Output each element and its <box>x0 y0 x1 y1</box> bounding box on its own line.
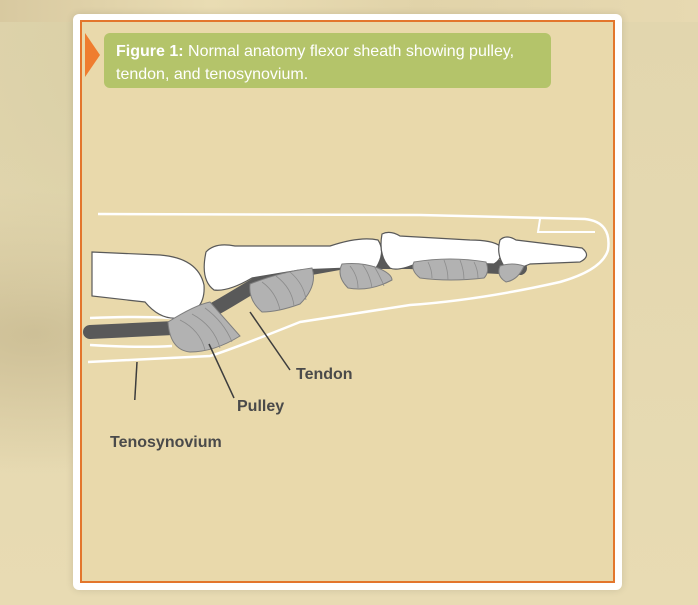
caption-arrow-icon <box>85 33 100 77</box>
pulley-a5 <box>498 263 525 283</box>
pulley-leader-line <box>208 343 235 399</box>
tendon-leader-line <box>249 311 291 371</box>
tenosynovium-leader-line <box>134 361 138 400</box>
pulley-texture <box>179 259 479 351</box>
pulley-a1 <box>167 301 241 353</box>
pulley-label: Pulley <box>237 398 285 415</box>
pulley-a4 <box>412 258 489 281</box>
nail-outline <box>536 218 595 233</box>
pulley-a2 <box>249 267 314 313</box>
proximal-phalanx <box>203 238 383 291</box>
figure-label: Figure 1: <box>116 43 184 60</box>
metacarpal-bone <box>91 251 205 319</box>
finger-anatomy-diagram <box>83 212 610 400</box>
tenosynovium-label: Tenosynovium <box>110 434 222 451</box>
figure-caption-text: Normal anatomy flexor sheath showing pul… <box>116 43 515 83</box>
figure-panel <box>80 20 615 583</box>
finger-skin-outline <box>87 212 610 364</box>
distal-phalanx <box>498 236 588 270</box>
tendon-label: Tendon <box>296 366 353 383</box>
figure-caption: Figure 1: Normal anatomy flexor sheath s… <box>104 33 551 88</box>
